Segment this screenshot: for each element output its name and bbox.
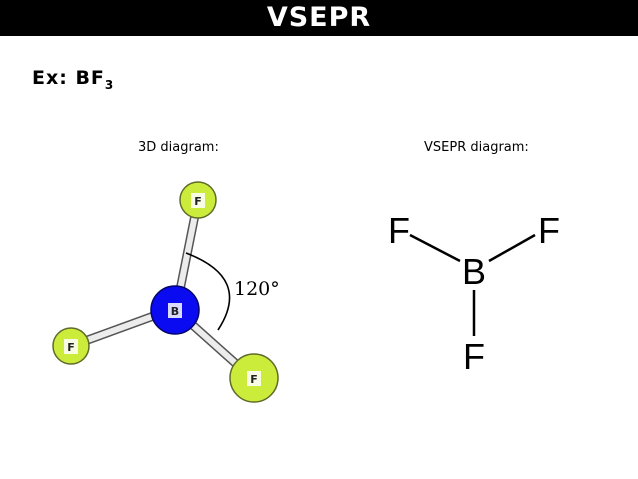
title-banner bbox=[0, 0, 638, 36]
caption-vsepr-diagram: VSEPR diagram: bbox=[424, 140, 529, 155]
vsepr-structure: F F B F bbox=[388, 210, 560, 377]
atom-f-right: F bbox=[229, 353, 279, 403]
atom-b-central-label: B bbox=[171, 305, 179, 318]
vsepr-atom-f-right: F bbox=[538, 210, 560, 251]
atom-f-left: F bbox=[52, 327, 90, 365]
caption-3d-diagram: 3D diagram: bbox=[138, 140, 219, 155]
vsepr-atom-b: B bbox=[462, 251, 486, 292]
vsepr-atom-f-bottom: F bbox=[463, 336, 485, 377]
ball-and-stick-model: 120° F F F B bbox=[52, 181, 280, 403]
atom-b-central: B bbox=[150, 285, 200, 335]
atom-f-top: F bbox=[179, 181, 217, 219]
atom-f-right-label: F bbox=[250, 373, 258, 386]
vsepr-bond-left bbox=[409, 233, 461, 263]
example-formula-subscript: 3 bbox=[104, 78, 115, 92]
example-formula: Ex: BF3 bbox=[32, 67, 114, 92]
vsepr-bond-right bbox=[488, 233, 536, 263]
bond-angle-label: 120° bbox=[234, 278, 280, 300]
bond-angle-arc bbox=[185, 252, 231, 331]
vsepr-atom-f-left: F bbox=[388, 210, 410, 251]
slide-title: VSEPR bbox=[266, 2, 372, 33]
atom-f-top-label: F bbox=[194, 195, 202, 208]
atom-f-left-label: F bbox=[67, 341, 75, 354]
example-formula-text: Ex: BF bbox=[32, 67, 105, 89]
